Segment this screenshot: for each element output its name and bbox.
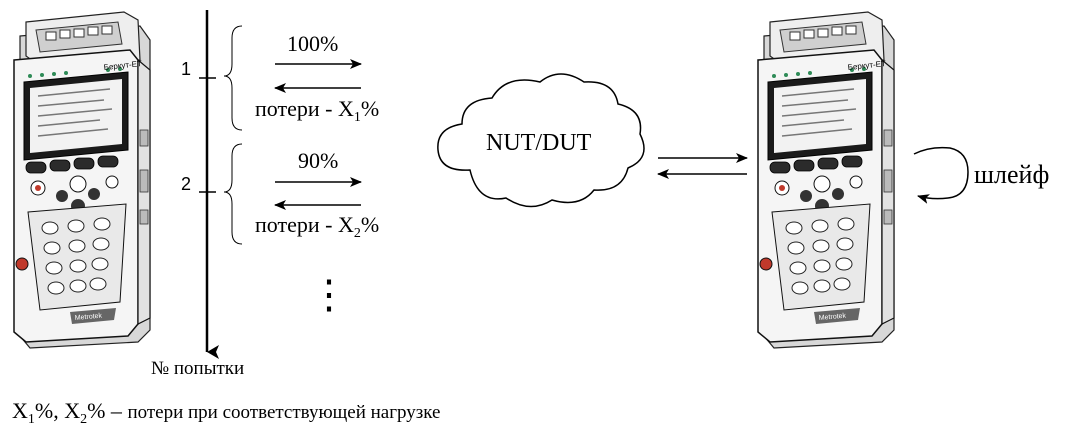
attempt-number-1: 1 bbox=[181, 59, 191, 79]
device-brand-label: Metrotek bbox=[819, 313, 847, 322]
loss-label-2: потери - X2% bbox=[255, 212, 379, 241]
loss-label-1: потери - X1% bbox=[255, 96, 379, 125]
loopback-arrow bbox=[913, 146, 969, 204]
load-label-1: 100% bbox=[287, 31, 338, 56]
footnote: X1%, X2% – потери при соответствующей на… bbox=[12, 398, 440, 427]
brace-1 bbox=[223, 25, 243, 131]
brace-2 bbox=[223, 143, 243, 245]
nut-dut-cloud: NUT/DUT bbox=[437, 73, 645, 208]
attempt-axis: 1 2 № попытки bbox=[151, 10, 244, 379]
attempt-2-group: 90% потери - X2% bbox=[223, 143, 379, 245]
axis-label: № попытки bbox=[151, 358, 244, 379]
cloud-shape bbox=[437, 73, 645, 208]
device-brand-label: Metrotek bbox=[75, 313, 103, 322]
loop-label: шлейф bbox=[974, 160, 1049, 189]
tester-device-right: Беркут-ET Metrotek bbox=[757, 11, 895, 349]
cloud-label: NUT/DUT bbox=[486, 130, 592, 156]
load-label-2: 90% bbox=[298, 148, 338, 173]
attempt-number-2: 2 bbox=[181, 174, 191, 194]
device-model-label: Беркут-ET bbox=[103, 59, 142, 72]
device-model-label: Беркут-ET bbox=[847, 59, 886, 72]
attempt-1-group: 100% потери - X1% bbox=[223, 25, 379, 131]
continuation-dots: ⋮ bbox=[309, 272, 349, 317]
tester-device-left: Беркут-ET Metrotek bbox=[13, 11, 151, 349]
